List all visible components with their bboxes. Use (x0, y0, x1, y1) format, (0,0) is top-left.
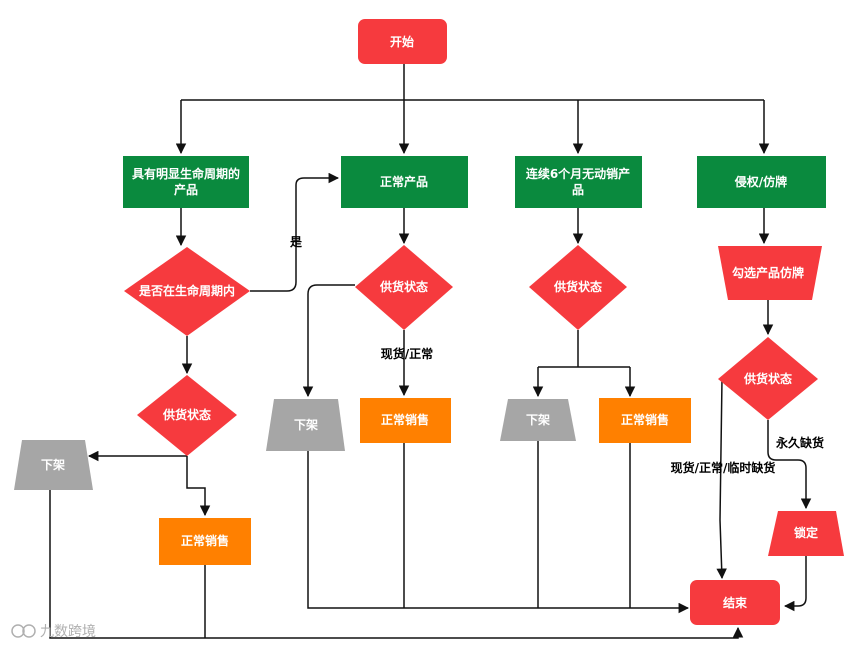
delist-2-node[interactable]: 下架 (266, 399, 345, 451)
supply-status-3-label: 供货状态 (553, 279, 602, 294)
start-label: 开始 (390, 34, 414, 49)
watermark-text: 九数跨境 (40, 624, 96, 640)
delist-1-label: 下架 (41, 457, 65, 472)
supply-status-4-label: 供货状态 (743, 371, 792, 386)
select-infringe-label: 勾选产品仿牌 (732, 265, 804, 280)
sale-2-node[interactable]: 正常销售 (360, 398, 451, 443)
sale-1-node[interactable]: 正常销售 (159, 518, 251, 565)
edge-delist1-to-end (49, 490, 744, 639)
decision-in-lifecycle-label: 是否在生命周期内 (138, 283, 235, 298)
supply-status-2-node[interactable]: 供货状态 (355, 245, 453, 330)
edge-label-in-stock-temp: 现货/正常/临时缺货 (671, 460, 776, 475)
sale-2-label: 正常销售 (381, 412, 429, 427)
supply-status-4-node[interactable]: 供货状态 (718, 337, 818, 420)
cat-infringe-node[interactable]: 侵权/仿牌 (697, 156, 826, 208)
edge-supply4-to-end (716, 378, 727, 580)
edges (49, 64, 812, 639)
supply-status-1-label: 供货状态 (162, 407, 211, 422)
supply-status-2-label: 供货状态 (379, 279, 428, 294)
edge-supply1-to-sale1 (186, 456, 211, 517)
edge-label-in-stock-normal: 现货/正常 (381, 346, 433, 361)
sale-1-label: 正常销售 (181, 533, 229, 548)
cat-nosales-node[interactable]: 连续6个月无动销产品 (515, 156, 642, 208)
sale-3-node[interactable]: 正常销售 (599, 398, 691, 443)
cat-lifecycle-label: 具有明显生命周期的产品 (132, 166, 240, 197)
edge-yes-to-normal (250, 172, 340, 292)
supply-status-3-node[interactable]: 供货状态 (529, 245, 627, 330)
watermark: 九数跨境 (11, 624, 96, 640)
delist-2-label: 下架 (294, 417, 318, 432)
lock-node[interactable]: 锁定 (768, 511, 844, 556)
cat-normal-label: 正常产品 (380, 174, 428, 189)
end-label: 结束 (723, 595, 748, 610)
cat-normal-node[interactable]: 正常产品 (341, 156, 468, 208)
delist-1-node[interactable]: 下架 (14, 440, 93, 490)
edge-label-yes: 是 (289, 235, 303, 249)
logo-icon (11, 624, 36, 638)
delist-3-label: 下架 (526, 412, 550, 427)
edge-supply2-to-delist2 (302, 284, 355, 398)
edge-label-permanent-out: 永久缺货 (775, 435, 824, 450)
edge-delist2-to-end (307, 451, 690, 614)
supply-status-1-node[interactable]: 供货状态 (137, 375, 237, 456)
nodes: 开始 具有明显生命周期的产品 正常产品 连续6个月无动销产品 侵权/仿牌 是否在… (14, 19, 844, 625)
delist-3-node[interactable]: 下架 (500, 399, 576, 441)
decision-in-lifecycle-node[interactable]: 是否在生命周期内 (124, 247, 250, 336)
select-infringe-node[interactable]: 勾选产品仿牌 (718, 246, 822, 300)
cat-nosales-label: 连续6个月无动销产品 (526, 166, 630, 197)
edge-labels: 是 现货/正常 现货/正常/临时缺货 永久缺货 (289, 235, 824, 475)
end-node[interactable]: 结束 (690, 580, 780, 625)
lock-label: 锁定 (794, 525, 818, 540)
start-node[interactable]: 开始 (358, 19, 447, 64)
edge-lock-to-end (783, 556, 807, 612)
edge-supply4-to-lock (767, 420, 812, 510)
cat-lifecycle-node[interactable]: 具有明显生命周期的产品 (123, 156, 249, 208)
sale-3-label: 正常销售 (621, 412, 669, 427)
cat-infringe-label: 侵权/仿牌 (734, 174, 787, 189)
